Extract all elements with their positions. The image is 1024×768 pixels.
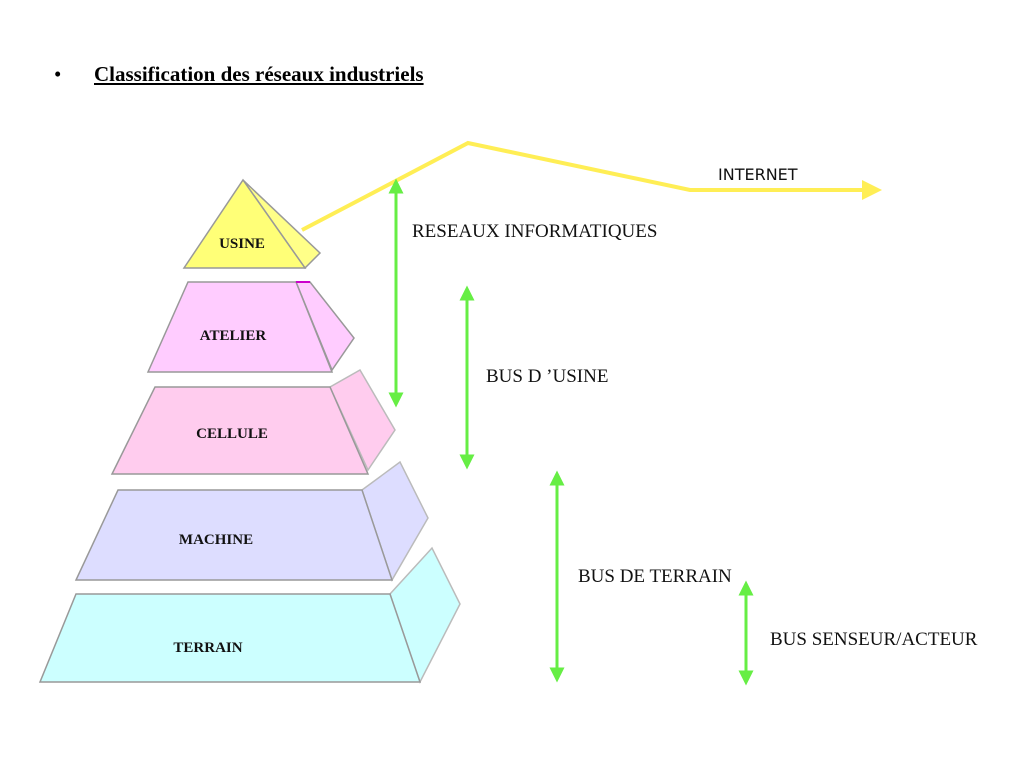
level-terrain: TERRAIN [38, 546, 461, 684]
slide-title: Classification des réseaux industriels [94, 62, 424, 86]
bus-usine-label: BUS D ’USINE [486, 366, 608, 387]
internet-link-line [301, 140, 882, 232]
atelier-front-face [146, 281, 334, 373]
cellule-label: CELLULE [196, 426, 268, 442]
machine-front-face [74, 489, 394, 581]
cellule-side-face [329, 368, 396, 472]
slide-heading: • Classification des réseaux industriels [54, 62, 424, 87]
level-cellule: CELLULE [110, 368, 396, 475]
atelier-label: ATELIER [200, 328, 267, 344]
level-atelier: ATELIER [146, 281, 355, 373]
usine-label: USINE [219, 236, 265, 252]
bus-terrain-label: BUS DE TERRAIN [578, 566, 732, 587]
level-usine: USINE [182, 178, 322, 270]
bullet-point: • [54, 62, 62, 86]
level-machine: MACHINE [74, 460, 429, 582]
reseaux-informatiques-label: RESEAUX INFORMATIQUES [412, 221, 657, 242]
terrain-label: TERRAIN [173, 640, 242, 656]
cellule-front-face [110, 386, 370, 475]
bus-senseur-label: BUS SENSEUR/ACTEUR [770, 629, 978, 650]
usine-front-face [182, 178, 307, 269]
machine-label: MACHINE [179, 532, 253, 548]
terrain-front-face [38, 593, 422, 683]
internet-label: INTERNET [718, 165, 798, 184]
